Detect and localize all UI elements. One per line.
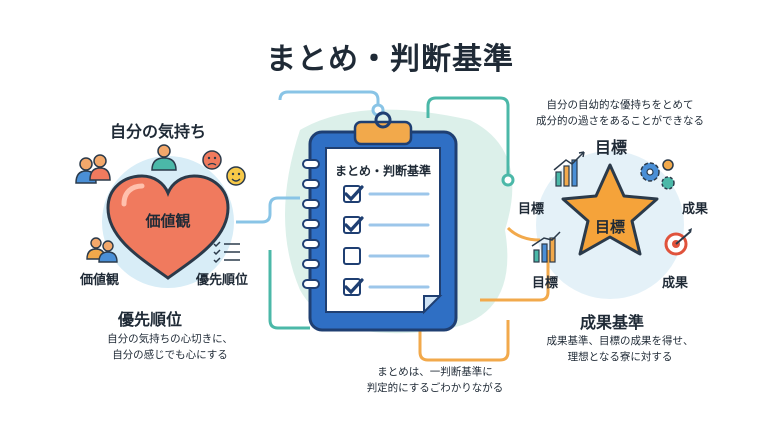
checklist-item	[343, 185, 430, 203]
right-label-right-top: 成果	[682, 202, 709, 217]
clipboard-page-curl	[423, 295, 443, 315]
right-label-left-top: 目標	[518, 202, 545, 217]
connector-right-orange	[480, 250, 550, 302]
left-bottom-heading: 優先順位	[118, 310, 183, 329]
left-desc: 自分の気持ちの心切きに、 自分の感じでも心にする	[90, 331, 250, 363]
heart-highlight	[121, 183, 145, 207]
connector-left	[236, 196, 300, 224]
clipboard-checklist	[343, 185, 430, 296]
connector-bottom-left	[268, 250, 310, 330]
checklist-small-icon	[213, 241, 240, 264]
smile-face-icon	[226, 166, 246, 186]
right-note-line2: 成分的の過さをあることができなる	[536, 115, 704, 127]
left-desc-line1: 自分の気持ちの心切きに、	[107, 333, 233, 345]
checklist-item	[343, 278, 430, 296]
clipboard-title: まとめ・判断基準	[334, 164, 431, 178]
page-title: まとめ・判断基準	[266, 42, 514, 77]
connector-top-right	[426, 96, 510, 176]
right-top-note: 自分の自幼的な優持ちをとめて 成分的の過さをあることができなる	[532, 97, 708, 129]
connector-right-mid	[506, 226, 541, 242]
check-mark-icon	[344, 185, 364, 202]
left-desc-line2: 自分の感じでも心にする	[112, 349, 228, 361]
left-heading: 自分の気持ち	[110, 122, 207, 141]
left-label-priority: 優先順位	[196, 273, 249, 288]
angry-face-icon	[202, 150, 222, 170]
heart-label: 価値観	[145, 212, 191, 230]
bar-chart-icon	[553, 151, 585, 187]
clipboard-clip	[353, 120, 413, 146]
heart-shape	[106, 174, 230, 280]
connector-node-right	[501, 173, 515, 187]
center-note-line2: 判定的にするごわかりながる	[366, 382, 504, 394]
gears-icon	[640, 159, 675, 190]
left-label-values: 価値観	[80, 273, 120, 288]
star-label: 目標	[594, 218, 625, 236]
bar-chart-icon-2	[531, 231, 561, 263]
checklist-item	[343, 216, 430, 234]
people-pair-icon	[86, 237, 118, 263]
center-note-line1: まとめは、一判断基準に	[377, 366, 493, 378]
check-mark-icon	[344, 216, 364, 233]
right-note-line1: 自分の自幼的な優持ちをとめて	[546, 99, 694, 111]
people-group-icon	[75, 154, 111, 184]
center-bottom-note: まとめは、一判断基準に 判定的にするごわかりながる	[350, 364, 520, 396]
clipboard-clip-ring	[374, 111, 392, 129]
connector-bottom	[418, 318, 510, 362]
person-icon	[151, 144, 177, 171]
right-desc: 成果基準、目標の成果を得せ、 理想となる寮に対する	[540, 333, 700, 365]
connector-top-left	[278, 90, 380, 112]
checklist-item	[343, 247, 430, 265]
right-bottom-heading: 成果基準	[580, 313, 645, 332]
right-label-left-bottom: 目標	[532, 276, 559, 291]
star-shape	[561, 163, 659, 256]
right-label-right-bottom: 成果	[662, 276, 689, 291]
target-icon	[664, 228, 692, 256]
right-label-top: 目標	[595, 138, 628, 157]
check-mark-icon	[344, 278, 364, 295]
right-desc-line1: 成果基準、目標の成果を得せ、	[546, 335, 694, 347]
right-desc-line2: 理想となる寮に対する	[567, 351, 673, 363]
checkbox-empty	[343, 247, 361, 265]
binder-rings	[302, 159, 320, 289]
